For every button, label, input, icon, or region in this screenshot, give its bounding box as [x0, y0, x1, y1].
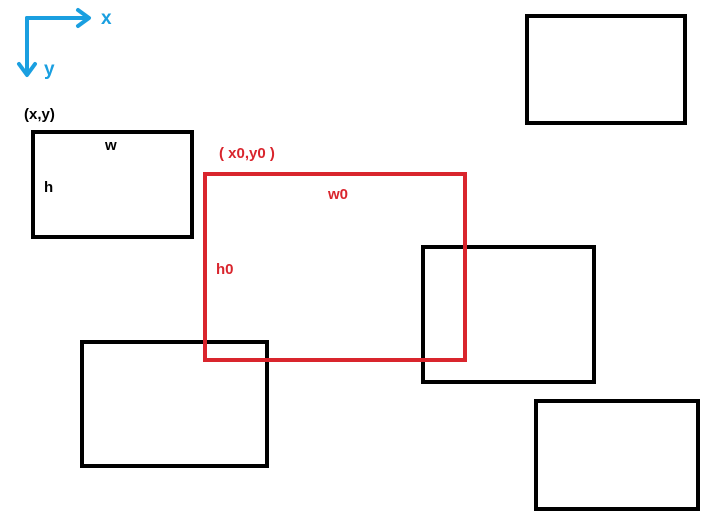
query-box [203, 172, 467, 362]
query-height-label: h0 [216, 261, 234, 278]
reference-box [31, 130, 194, 239]
query-width-label: w0 [327, 186, 348, 203]
reference-origin-label: (x,y) [24, 106, 55, 123]
query-origin-label: ( x0,y0 ) [219, 145, 275, 162]
x-axis-label: x [101, 8, 112, 29]
y-axis-label: y [44, 59, 55, 80]
box-middle-right [421, 245, 596, 384]
x-axis-arrowhead [76, 8, 91, 28]
axis-arrows [17, 8, 91, 77]
y-axis-arrowhead [17, 62, 37, 77]
box-top-right [525, 14, 687, 125]
reference-height-label: h [44, 179, 53, 196]
box-bottom-right [534, 399, 700, 511]
reference-width-label: w [104, 137, 117, 154]
box-bottom-left [80, 340, 269, 468]
